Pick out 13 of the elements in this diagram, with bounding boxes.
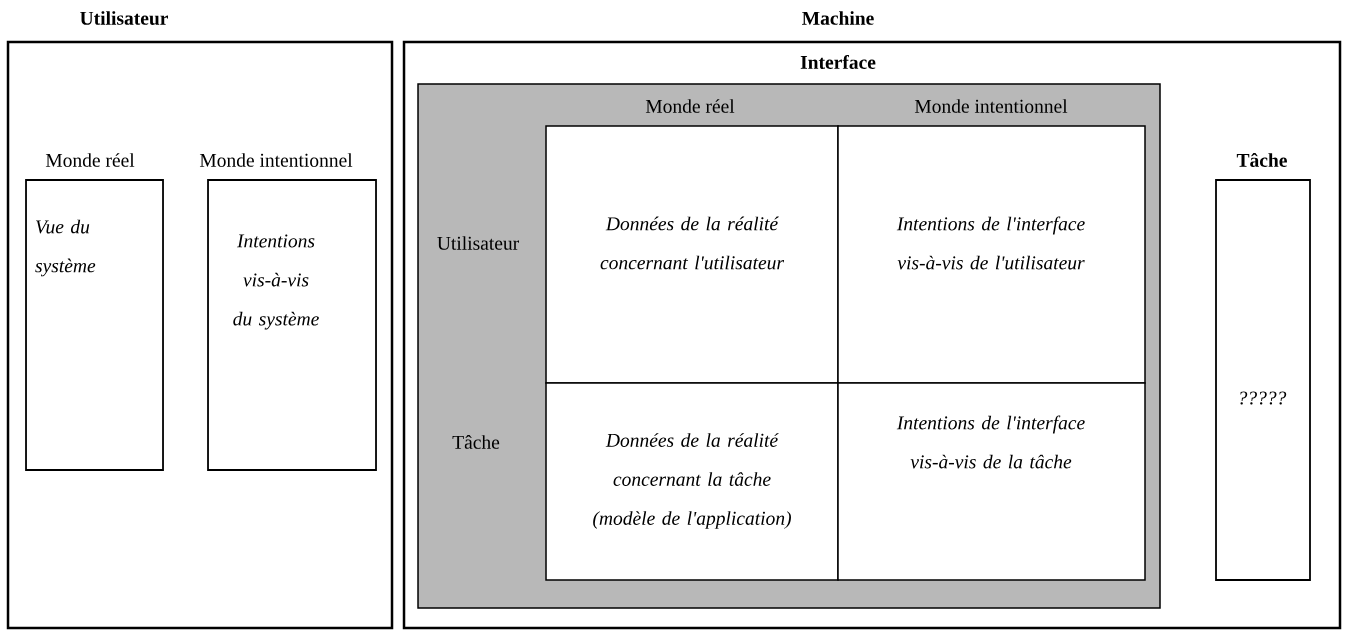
node-label: Machine	[802, 11, 874, 25]
node-label: Monde intentionnel	[199, 153, 353, 167]
table-cell: Intentions de l'interface vis-à-vis de la tâche	[837, 382, 1146, 581]
table-cell: Données de la réalité concernant l'utilisateur	[545, 125, 839, 384]
node-label: Tâche	[1236, 153, 1287, 167]
column-box: Tâche ?????	[1215, 153, 1311, 581]
table-cell: Données de la réalité concernant la tâche (modèle de l'application)	[545, 382, 839, 581]
table-cell: Intentions de l'interface vis-à-vis de l'utilisateur	[837, 125, 1146, 384]
column-box: Monde intentionnel Intentions vis-à-vis du système	[199, 153, 377, 471]
node-label: Interface	[800, 55, 876, 69]
column-box: Monde réel Vue du système	[25, 153, 164, 471]
node-label: Monde réel	[45, 153, 135, 167]
node-label: Utilisateur	[80, 11, 168, 25]
